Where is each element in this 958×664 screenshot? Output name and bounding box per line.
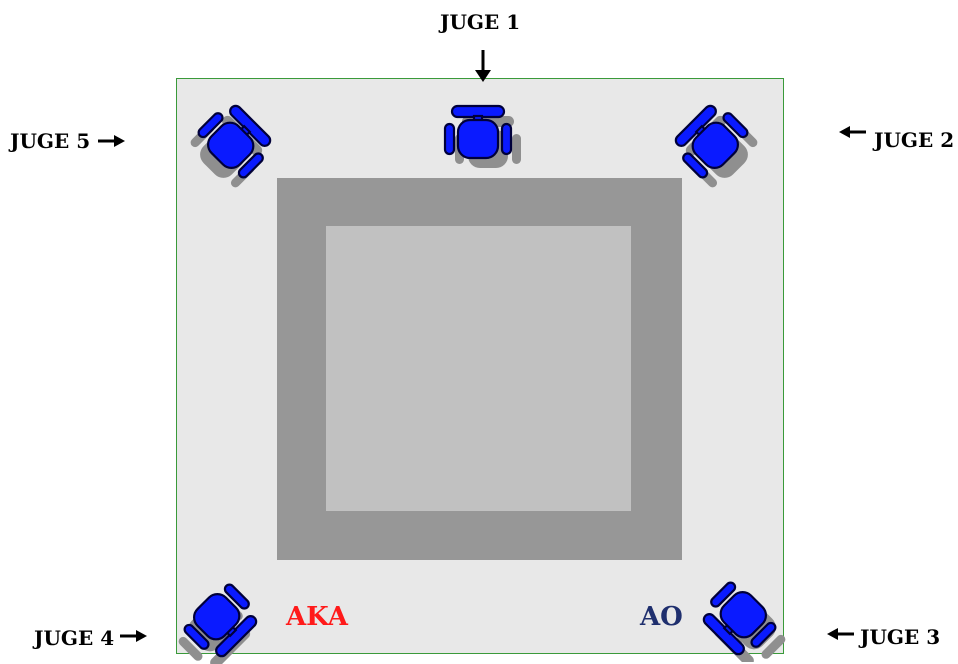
judge-4-chair-icon — [173, 578, 264, 664]
judge-3-label: JUGE 3 — [860, 625, 941, 649]
arrow-right-icon — [120, 630, 147, 642]
judge-1-label: JUGE 1 — [440, 10, 521, 34]
arrow-right-icon — [98, 135, 125, 147]
aka-corner-label: AKA — [286, 602, 348, 632]
judge-4-label: JUGE 4 — [34, 626, 115, 650]
judge-5-chair-icon — [185, 98, 278, 193]
ao-corner-label: AO — [640, 602, 683, 632]
judge-1-chair-icon — [443, 104, 521, 168]
arrow-down-icon — [475, 50, 491, 82]
judge-2-label: JUGE 2 — [874, 128, 955, 152]
arrow-left-icon — [839, 126, 866, 138]
judge-5-label: JUGE 5 — [10, 129, 91, 153]
arrow-left-icon — [827, 628, 854, 640]
judge-3-chair-icon — [696, 576, 791, 662]
inner-mat — [326, 226, 631, 511]
judge-2-chair-icon — [668, 98, 763, 193]
